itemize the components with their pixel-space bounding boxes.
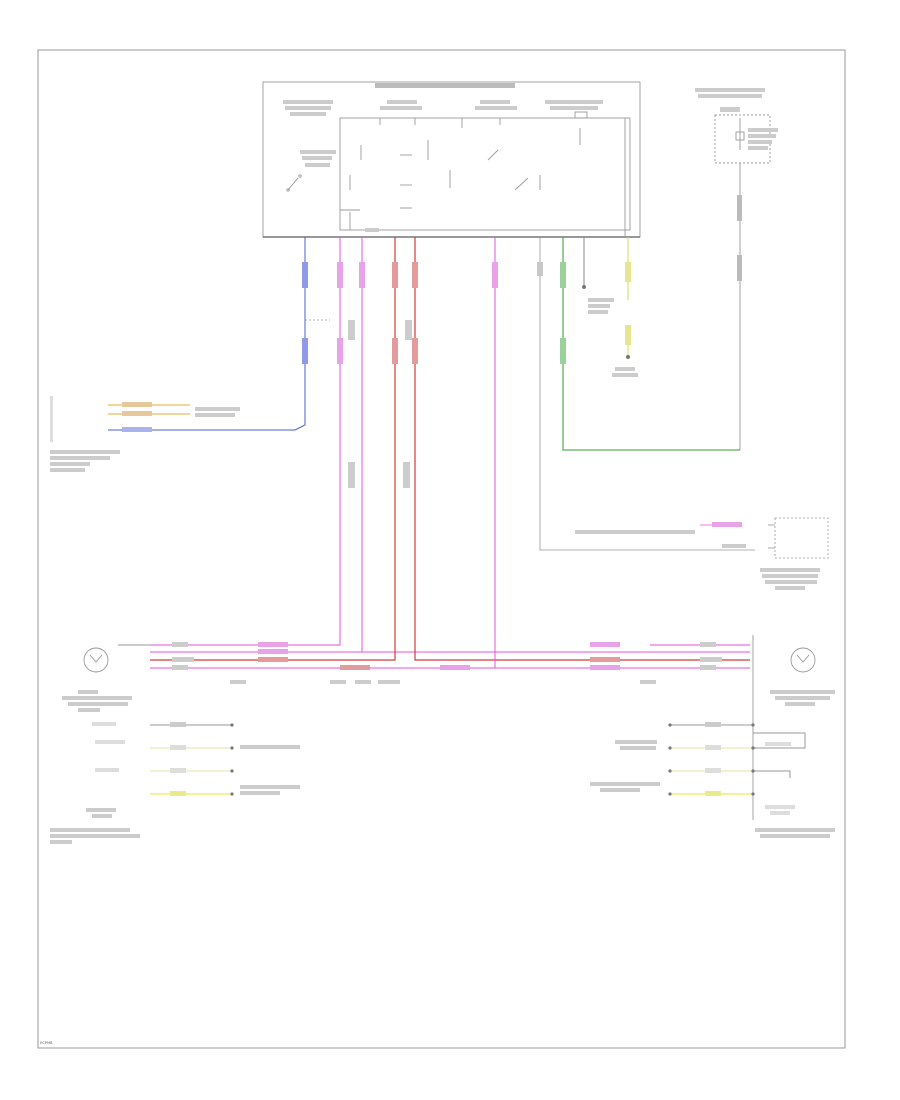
right-lower-tags: [590, 722, 795, 815]
wire-magenta-3: [150, 237, 750, 669]
left-upper-connector: [50, 396, 240, 472]
right-lower-rows: [670, 724, 806, 795]
harness-bus: [118, 644, 750, 669]
wire-tags: [337, 262, 638, 488]
right-motor-labels: [755, 690, 835, 838]
wire-magenta-2: [361, 237, 750, 653]
ground-point: [626, 355, 630, 359]
connector-label: [302, 262, 308, 288]
wire-gray: [539, 237, 755, 551]
fuse-block-labels: [695, 88, 778, 281]
wire-red-1: [150, 237, 396, 661]
left-lower-rows: [150, 724, 232, 795]
ground-point: [582, 285, 586, 289]
wire-red-2: [414, 237, 750, 661]
right-mid-labels: [575, 522, 820, 590]
left-motor-labels: [62, 690, 132, 712]
right-motor: [752, 635, 816, 820]
diagram-frame: [37, 49, 846, 1049]
connector-label: [302, 338, 308, 364]
harness-tags: [172, 642, 722, 684]
left-motor: [83, 647, 109, 673]
central-module: [262, 81, 641, 238]
wire-green: [562, 237, 740, 451]
wire-magenta-1: [150, 237, 341, 646]
left-lower-tags: [50, 722, 300, 844]
fuse-block: [714, 107, 771, 450]
central-module-labels: [283, 83, 603, 232]
diagram-code: ECPMB: [40, 1041, 53, 1045]
left-lower-pins: [230, 723, 234, 796]
right-lower-pins: [668, 723, 755, 796]
wire-blue: [190, 237, 306, 431]
